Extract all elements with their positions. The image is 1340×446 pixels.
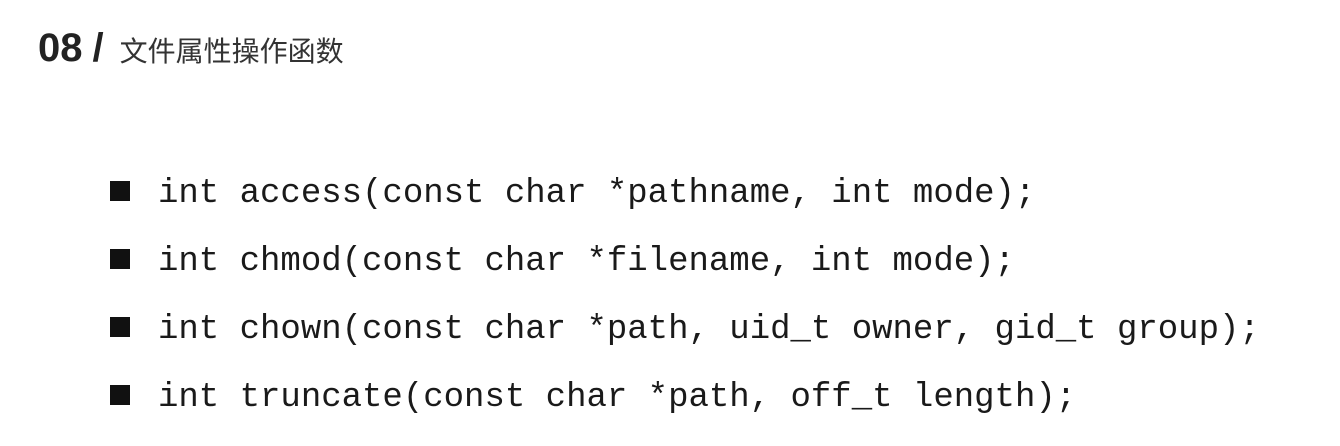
square-bullet-icon — [110, 317, 130, 337]
function-signature: int chown(const char *path, uid_t owner,… — [158, 311, 1260, 349]
section-title: 文件属性操作函数 — [119, 35, 344, 68]
list-item: int chmod(const char *filename, int mode… — [110, 228, 1260, 296]
section-slash: / — [92, 26, 104, 70]
function-signature: int access(const char *pathname, int mod… — [158, 175, 1036, 213]
section-number: 08 — [38, 26, 83, 70]
function-list: int access(const char *pathname, int mod… — [110, 160, 1260, 432]
square-bullet-icon — [110, 181, 130, 201]
slide-header: 08 / 文件属性操作函数 — [38, 26, 344, 71]
square-bullet-icon — [110, 385, 130, 405]
function-signature: int truncate(const char *path, off_t len… — [158, 379, 1077, 417]
list-item: int chown(const char *path, uid_t owner,… — [110, 296, 1260, 364]
list-item: int truncate(const char *path, off_t len… — [110, 364, 1260, 432]
square-bullet-icon — [110, 249, 130, 269]
list-item: int access(const char *pathname, int mod… — [110, 160, 1260, 228]
function-signature: int chmod(const char *filename, int mode… — [158, 243, 1015, 281]
